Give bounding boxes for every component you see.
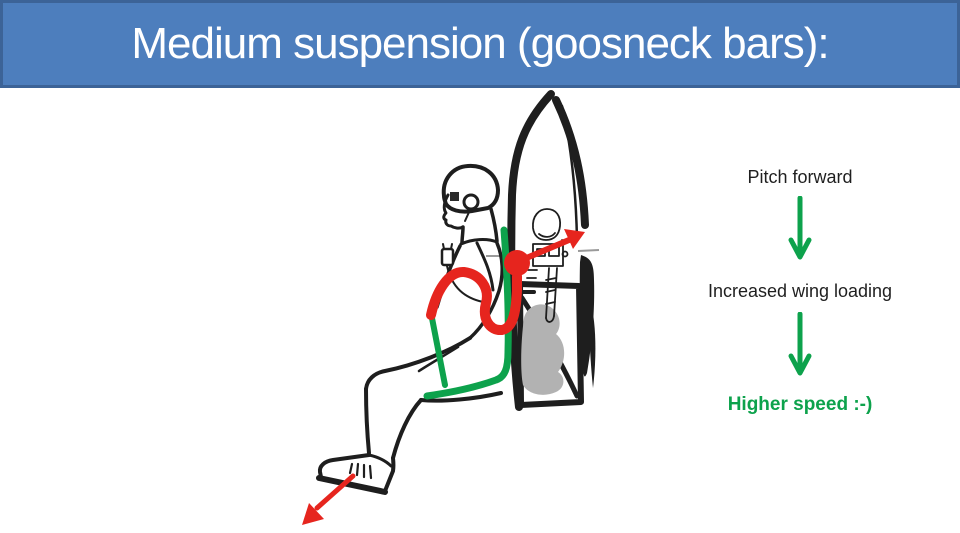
down-arrow-icon	[788, 312, 812, 376]
flow-step-higher-speed: Higher speed :-)	[727, 394, 873, 415]
harness-back-and-seat	[423, 226, 512, 400]
harness-frame	[423, 226, 512, 400]
boot-heel	[383, 456, 396, 493]
gray-fairing-shape	[521, 304, 565, 395]
engine-head-detail	[538, 232, 556, 238]
back-line	[468, 241, 504, 340]
exhaust-bottom	[545, 315, 555, 323]
flow-step-pitch-forward: Pitch forward	[747, 167, 853, 187]
exhaust-pipe-right	[553, 267, 558, 317]
exhaust-ring-1	[545, 277, 557, 281]
carabiner-hook	[442, 243, 453, 250]
exhaust-ring-2	[545, 289, 556, 293]
thrust-line-dash-right	[577, 249, 600, 252]
exhaust-ring-3	[545, 301, 556, 305]
title-bar: Medium suspension (goosneck bars):	[0, 0, 960, 88]
paramotor-pilot-diagram	[302, 90, 600, 525]
gooseneck-bar	[426, 267, 522, 335]
thrust-line-dashes	[486, 249, 600, 257]
engine-bolt-1	[561, 250, 569, 258]
boot-cuff	[367, 453, 393, 468]
ear-protector	[462, 193, 480, 211]
chin-strap	[464, 209, 471, 222]
propeller-blade	[579, 255, 596, 388]
goggle-shape	[450, 192, 459, 201]
flow-step-increased-wing-loading: Increased wing loading	[707, 281, 893, 301]
collar-line	[459, 238, 499, 246]
neck-back	[489, 207, 499, 243]
engine-sketch	[526, 208, 570, 323]
pivot-point-dot	[504, 250, 530, 276]
slide-title: Medium suspension (goosneck bars):	[131, 19, 829, 68]
down-arrow-icon	[788, 196, 812, 260]
chest-carabiner	[440, 247, 455, 267]
drag-arrow-shaft	[314, 473, 356, 511]
pilot-outline	[316, 163, 504, 495]
shin-front-line	[364, 387, 371, 455]
under-thigh-line	[419, 391, 503, 403]
gooseneck-red-group	[302, 229, 585, 525]
face-profile	[442, 193, 465, 230]
boot-laces	[348, 462, 373, 480]
exhaust-pipe-left	[545, 267, 550, 319]
effects-flow-panel: Pitch forward Increased wing loading Hig…	[650, 166, 950, 416]
harness-front-strap	[428, 310, 448, 388]
boot-sole	[316, 475, 388, 495]
calf-back-line	[391, 398, 423, 460]
chest-strap-thin	[446, 265, 484, 303]
cage-right-edge	[552, 96, 589, 229]
boot-top	[317, 453, 371, 479]
thigh-crease	[417, 345, 460, 373]
cage-inner-line	[560, 104, 579, 242]
cage-left-edge	[507, 90, 555, 411]
neck-front	[460, 225, 465, 245]
engine-cylinder-head	[532, 208, 561, 241]
propeller-blade-tail	[588, 300, 596, 388]
drag-arrow-head	[302, 503, 324, 525]
arm-line	[475, 241, 495, 292]
thigh-top-line	[364, 336, 472, 391]
thrust-arrow-head	[564, 229, 585, 249]
motor-frame-rect	[517, 281, 584, 408]
